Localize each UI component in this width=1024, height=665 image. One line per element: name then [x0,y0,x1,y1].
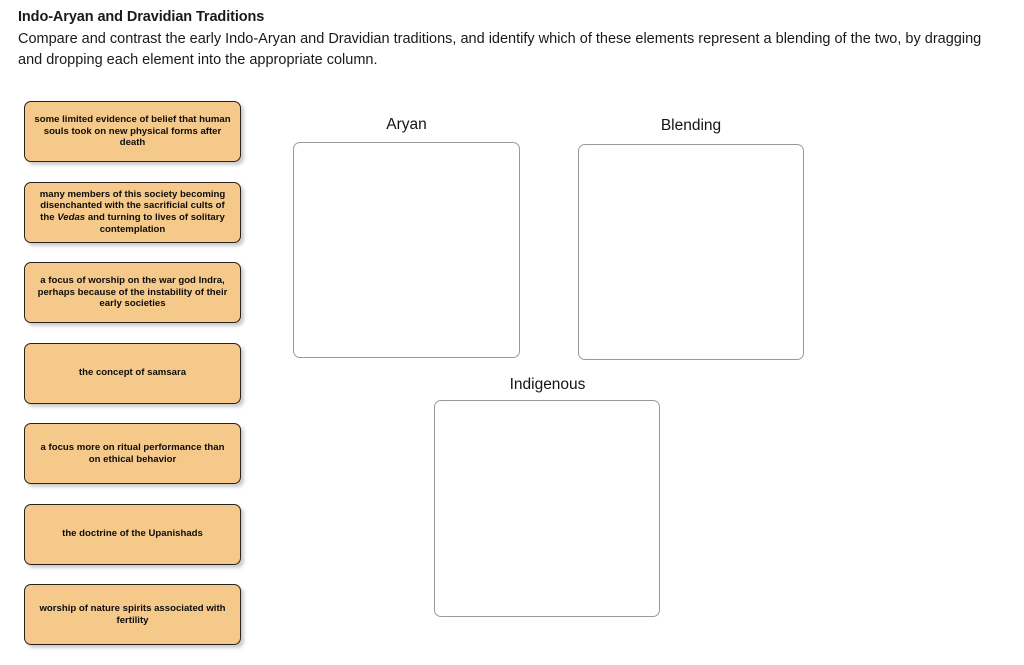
card-label: worship of nature spirits associated wit… [39,602,226,626]
drop-zone-label-blending: Blending [660,117,722,134]
draggable-card-souls-new-forms[interactable]: some limited evidence of belief that hum… [24,101,241,162]
drop-zone-blending[interactable] [578,144,804,360]
drop-zone-label-indigenous: Indigenous [509,376,586,393]
drop-zone-indigenous[interactable] [434,400,660,617]
draggable-card-doctrine-upanishads[interactable]: the doctrine of the Upanishads [24,503,241,565]
instruction-header: Indo-Aryan and Dravidian Traditions Comp… [18,8,1008,71]
card-label: a focus more on ritual performance than … [40,441,225,465]
draggable-card-disenchanted-vedas[interactable]: many members of this society becoming di… [24,181,241,243]
draggable-card-concept-samsara[interactable]: the concept of samsara [24,342,241,404]
drop-zone-label-aryan: Aryan [386,116,427,133]
instructions-text: Compare and contrast the early Indo-Arya… [18,31,982,68]
draggable-card-nature-spirits-fertility[interactable]: worship of nature spirits associated wit… [24,584,241,645]
draggable-elements-list: some limited evidence of belief that hum… [24,101,242,665]
card-label: many members of this society becoming di… [34,189,231,235]
drop-zone-aryan[interactable] [293,142,520,358]
card-label: a focus of worship on the war god Indra,… [37,275,228,310]
page-title: Indo-Aryan and Dravidian Traditions [18,9,265,25]
draggable-card-ritual-performance[interactable]: a focus more on ritual performance than … [24,423,241,484]
card-label-italic-vedas: Vedas [57,212,86,223]
card-label: some limited evidence of belief that hum… [34,114,231,149]
card-label-part-2: and turning to lives of solitary contemp… [85,212,225,235]
card-label: the doctrine of the Upanishads [62,528,203,540]
card-label: the concept of samsara [78,367,187,379]
card-label-part-1: many members of this society becoming di… [39,188,226,223]
draggable-card-war-god-indra[interactable]: a focus of worship on the war god Indra,… [24,262,241,323]
